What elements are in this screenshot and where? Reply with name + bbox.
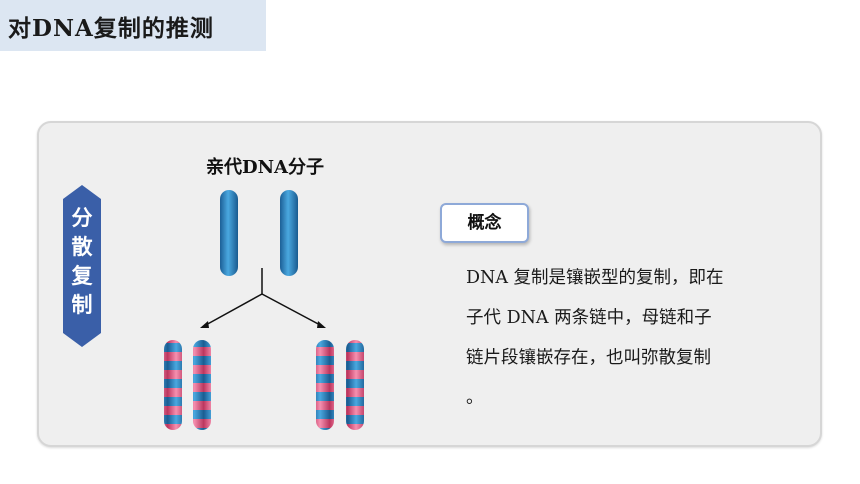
concept-description: DNA 复制是镶嵌型的复制，即在 子代 DNA 两条链中，母链和子 链片段镶嵌存… <box>466 258 786 418</box>
description-line: 。 <box>466 388 484 408</box>
method-label-char: 复 <box>71 264 93 288</box>
daughter-strand-mixed <box>193 340 211 430</box>
concept-label-box: 概念 <box>440 203 529 243</box>
method-label-text: 分 散 复 制 <box>63 204 101 320</box>
daughter-strand-mixed <box>346 340 364 430</box>
branch-left <box>203 293 263 327</box>
method-label-char: 散 <box>71 235 93 259</box>
parent-strand-left <box>220 190 238 276</box>
dispersive-replication-diagram: 亲代DNA分子 <box>150 145 390 440</box>
branch-right <box>261 293 323 327</box>
arrow-head-left <box>200 321 209 328</box>
method-label-badge: 分 散 复 制 <box>63 185 101 347</box>
title-bar: 对DNA复制的推测 <box>0 0 266 51</box>
badge-shape <box>63 185 101 347</box>
description-line: 子代 DNA 两条链中，母链和子 <box>466 308 712 328</box>
description-line: DNA 复制是镶嵌型的复制，即在 <box>466 268 724 288</box>
method-label-char: 制 <box>71 293 93 317</box>
description-line: 链片段镶嵌存在，也叫弥散复制 <box>466 348 711 368</box>
arrow-head-right <box>317 321 326 328</box>
parent-strand-right <box>280 190 298 276</box>
diagram-figure <box>164 190 364 430</box>
daughter-molecule-left <box>164 340 211 430</box>
parent-dna-label: 亲代DNA分子 <box>205 157 325 178</box>
daughter-strand-mixed <box>316 340 334 430</box>
slide-title: 对DNA复制的推测 <box>8 15 214 42</box>
method-label-char: 分 <box>71 206 93 230</box>
daughter-molecule-right <box>316 340 364 430</box>
daughter-strand-mixed <box>164 340 182 430</box>
